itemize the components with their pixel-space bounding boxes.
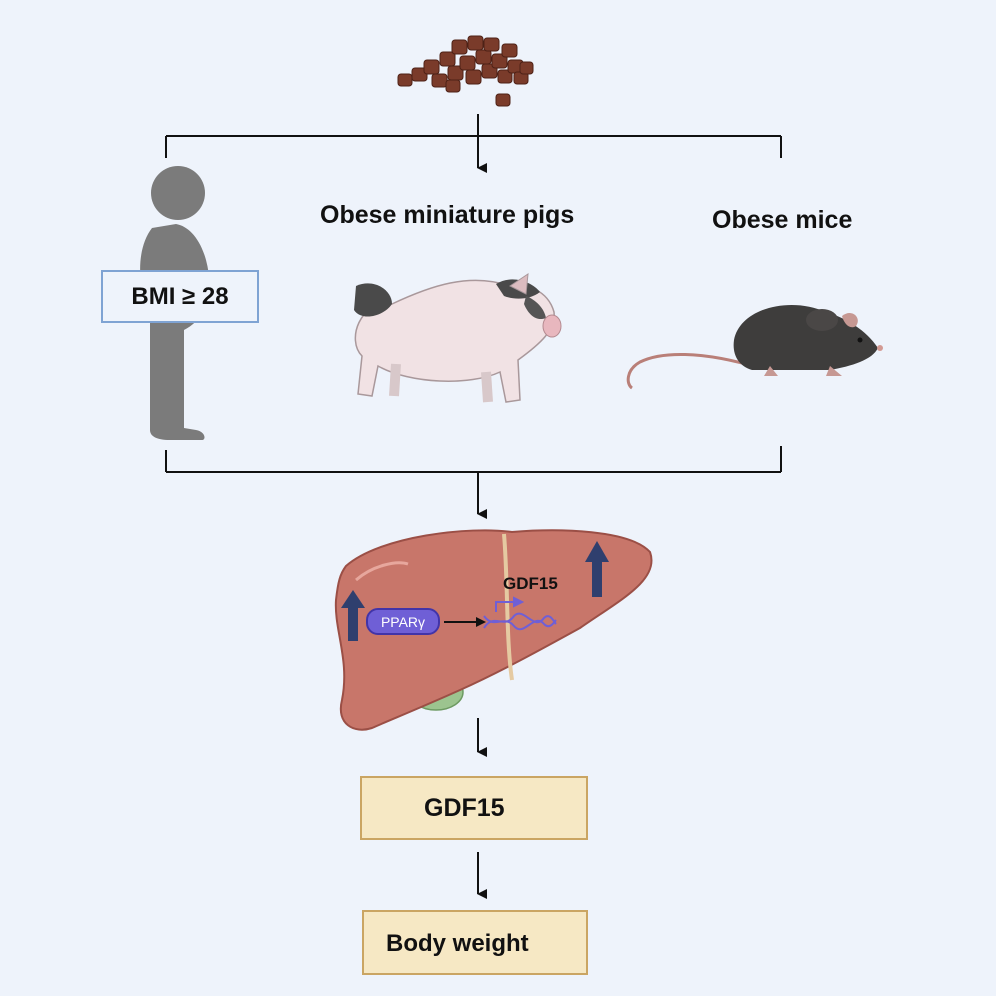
liver-gdf15-label: GDF15 [503,574,558,593]
food-pellets-icon [397,35,534,107]
bmi-box: BMI ≥ 28 [101,270,259,323]
mouse-icon [626,304,883,390]
liver-gdf15-up-arrow-icon [585,541,609,597]
label-obese-mice: Obese mice [712,206,853,234]
body-weight-box: Body weight [362,910,588,975]
gdf15-outcome-label: GDF15 [424,794,505,822]
pparg-up-arrow-icon [341,590,365,641]
transcription-start-icon [495,596,525,612]
pparg-pill: PPARγ [366,608,440,635]
top-bracket [165,114,782,173]
pparg-to-gene-arrow [444,617,486,627]
bottom-bracket [165,446,782,519]
body-weight-label: Body weight [386,930,529,957]
bmi-label: BMI ≥ 28 [131,282,229,310]
dna-icon [483,612,557,631]
gdf15-outcome-box: GDF15 [360,776,588,840]
miniature-pig-icon [354,272,562,403]
label-obese-pigs: Obese miniature pigs [320,201,575,229]
liver-icon [334,529,653,731]
